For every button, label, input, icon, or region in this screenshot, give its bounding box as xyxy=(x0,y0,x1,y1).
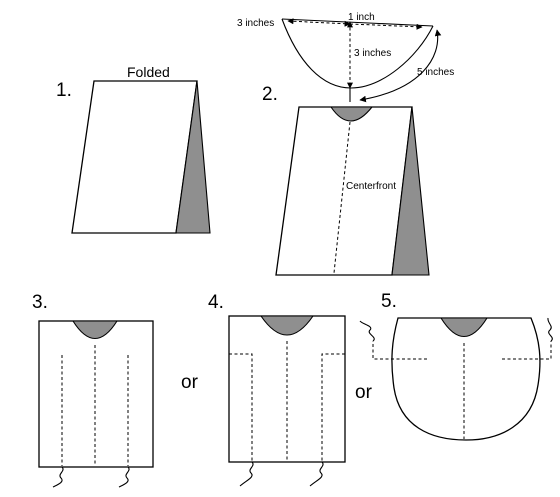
measure-line-3-inch-top xyxy=(287,18,351,27)
step-3-right-cut-squiggle xyxy=(118,466,130,488)
step-4-right-cut-squiggle xyxy=(309,461,324,487)
step-5-tunic xyxy=(391,317,541,441)
measure-mid-label: 3 inches xyxy=(354,48,391,59)
step-5-neckline xyxy=(440,317,488,337)
step-5-right-cut-squiggle xyxy=(547,317,553,342)
step-4-number: 4. xyxy=(208,292,224,313)
step-2: 2. 3 inches 1 inch 3 inches 5 inches Cen… xyxy=(237,12,454,276)
step-1-caption: Folded xyxy=(127,64,170,80)
step-1-number: 1. xyxy=(56,80,72,101)
measure-left-label: 3 inches xyxy=(237,18,274,29)
step-4-neckline xyxy=(259,315,315,336)
or-connector-1: or xyxy=(181,372,199,393)
measure-line-1-inch xyxy=(349,23,423,30)
step-2-number: 2. xyxy=(262,84,278,105)
measure-curve-label: 5 inches xyxy=(417,67,454,78)
step-5: 5. xyxy=(359,291,553,441)
step-3-tunic xyxy=(38,320,154,468)
step-1: 1. Folded xyxy=(56,64,211,234)
or-connector-2: or xyxy=(355,382,373,403)
step-3-number: 3. xyxy=(32,292,48,313)
fold-shading xyxy=(175,80,211,234)
step-4: 4. xyxy=(208,292,346,487)
step-3-left-cut-squiggle xyxy=(52,466,64,488)
step-4-left-seam-line xyxy=(229,353,253,461)
step-5-right-seam-line xyxy=(502,341,552,360)
centerfront-label: Centerfront xyxy=(346,181,396,192)
measure-arrow-5-inch xyxy=(359,29,442,103)
step-2-centerfront-line xyxy=(333,121,351,274)
measure-top-label: 1 inch xyxy=(348,12,375,23)
step-3: 3. xyxy=(32,292,154,488)
step-5-number: 5. xyxy=(381,291,397,312)
step-5-left-seam-line xyxy=(372,341,427,360)
step-4-tunic xyxy=(228,315,346,463)
folded-fabric xyxy=(71,80,198,234)
step-2-neckline xyxy=(329,106,374,122)
step-4-left-cut-squiggle xyxy=(239,461,254,487)
step-4-right-seam-line xyxy=(321,353,345,461)
step-2-fold-shading xyxy=(391,106,430,276)
step-3-neckline xyxy=(72,320,118,339)
step-5-left-cut-squiggle xyxy=(359,320,375,342)
